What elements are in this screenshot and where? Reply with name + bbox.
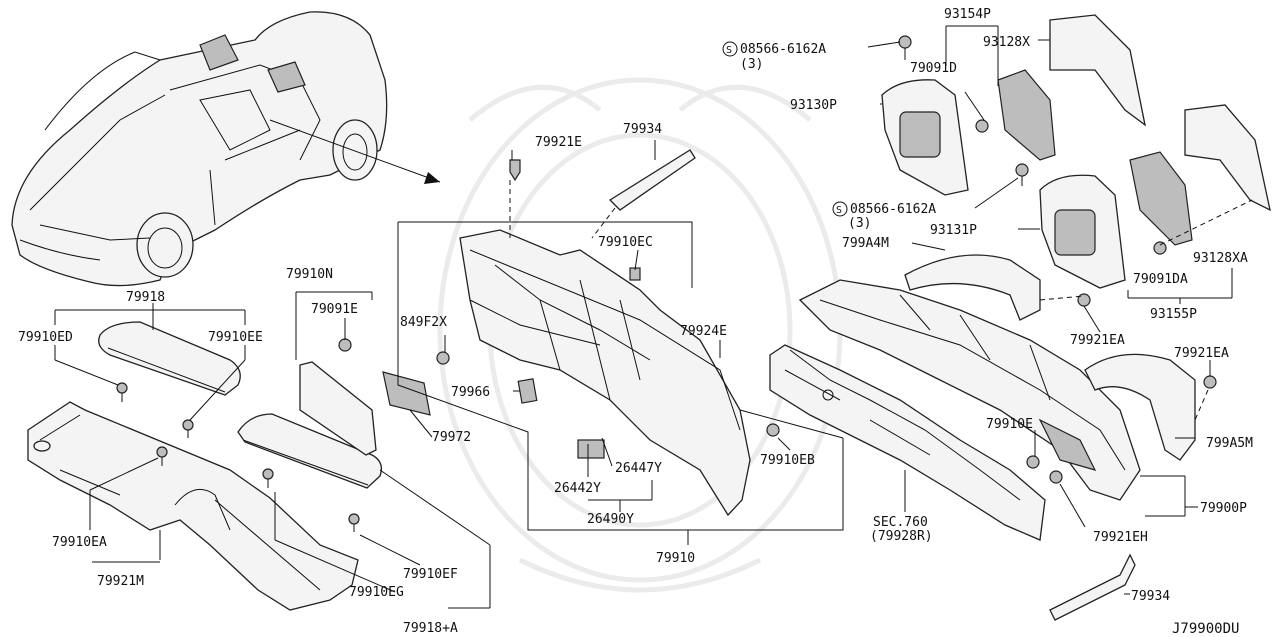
- label-79910EA: 79910EA: [52, 535, 107, 550]
- label-79910EB: 79910EB: [760, 453, 815, 468]
- seat-back-covers: [881, 79, 1126, 289]
- label-79972: 79972: [432, 430, 471, 445]
- label-79910: 79910: [656, 551, 695, 566]
- label-26442Y: 26442Y: [554, 481, 601, 496]
- label-79910EG: 79910EG: [349, 585, 404, 600]
- rear-panel-trim-79921M: [27, 401, 359, 611]
- label-93155P: 93155P: [1150, 307, 1197, 322]
- label-79918: 79918: [126, 290, 165, 305]
- label-qty-lower: (3): [848, 216, 871, 231]
- label-79924E: 79924E: [680, 324, 727, 339]
- rear-floor-trim-79900P: [798, 279, 1141, 501]
- label-79921EA-right: 79921EA: [1174, 346, 1229, 361]
- vehicle-illustration: [11, 11, 441, 287]
- label-799A4M: 799A4M: [842, 236, 889, 251]
- label-79091E: 79091E: [311, 302, 358, 317]
- chassis-sec-760: [769, 344, 1046, 541]
- label-79934-upper: 79934: [623, 122, 662, 137]
- screw-symbol-upper-letter: S: [726, 45, 732, 56]
- screw-symbol-lower-letter: S: [836, 205, 842, 216]
- trim-strip-79934b: [1049, 553, 1136, 621]
- label-93128X: 93128X: [983, 35, 1030, 50]
- diagram-id: J79900DU: [1172, 621, 1239, 637]
- label-08566-upper: 08566-6162A: [740, 42, 826, 57]
- label-79091DA: 79091DA: [1133, 272, 1188, 287]
- side-trim-79910N: [299, 361, 431, 456]
- label-sec-760: SEC.760: [873, 515, 928, 530]
- label-26490Y: 26490Y: [587, 512, 634, 527]
- label-26447Y: 26447Y: [615, 461, 662, 476]
- label-93130P: 93130P: [790, 98, 837, 113]
- label-79910EF: 79910EF: [403, 567, 458, 582]
- label-849F2X: 849F2X: [400, 315, 447, 330]
- clip-fasteners-left: [116, 338, 360, 532]
- shelf-panel-79918A: [237, 413, 383, 489]
- screw-symbol-lower: [832, 201, 848, 217]
- label-79921E: 79921E: [535, 135, 582, 150]
- label-79921EA-mid: 79921EA: [1070, 333, 1125, 348]
- label-79966: 79966: [451, 385, 490, 400]
- label-93128XA: 93128XA: [1193, 251, 1248, 266]
- wheelhouse-trim-799A4M: [904, 254, 1041, 321]
- label-79918A: 79918+A: [403, 621, 458, 636]
- label-79921EH: 79921EH: [1093, 530, 1148, 545]
- label-qty-upper: (3): [740, 57, 763, 72]
- leader-lines: [54, 25, 1253, 609]
- seat-frames: [997, 14, 1271, 246]
- clip-fasteners-right: [898, 35, 1217, 484]
- label-79910EC: 79910EC: [598, 235, 653, 250]
- label-79910ED: 79910ED: [18, 330, 73, 345]
- label-79900P: 79900P: [1200, 501, 1247, 516]
- label-79928R: (79928R): [870, 529, 933, 544]
- label-79910N: 79910N: [286, 267, 333, 282]
- label-08566-lower: 08566-6162A: [850, 202, 936, 217]
- wheelhouse-trim-799A5M: [1084, 353, 1196, 461]
- label-79091D: 79091D: [910, 61, 957, 76]
- label-799A5M: 799A5M: [1206, 436, 1253, 451]
- label-93154P: 93154P: [944, 7, 991, 22]
- label-79921M: 79921M: [97, 574, 144, 589]
- part-number-labels: 79918 79910ED 79910EE 79910N 79091E 7992…: [18, 7, 1253, 637]
- label-79910E: 79910E: [986, 417, 1033, 432]
- screw-symbol-upper: [722, 41, 738, 57]
- label-79934-lower: 79934: [1131, 589, 1170, 604]
- rear-shelf-trim-79918: [98, 321, 241, 396]
- label-79910EE: 79910EE: [208, 330, 263, 345]
- center-trim-frame-79910: [436, 149, 780, 517]
- label-93131P: 93131P: [930, 223, 977, 238]
